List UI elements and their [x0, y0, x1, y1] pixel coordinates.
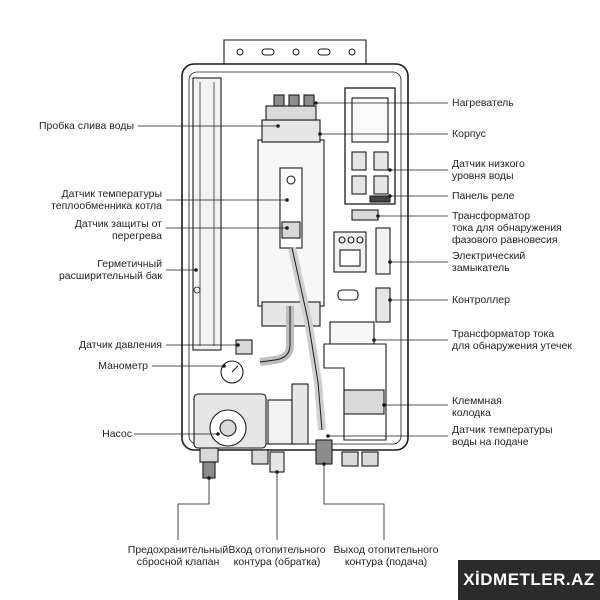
contactor-block [333, 231, 367, 273]
safety-valve [199, 447, 219, 479]
leader-dot-housing [318, 132, 322, 136]
label-supply-temp: Датчик температуры воды на подаче [452, 424, 553, 448]
leader-dot-pressure [236, 343, 240, 347]
expansion-tank [192, 77, 222, 351]
label-manometer: Манометр [98, 360, 148, 372]
label-drain-plug: Пробка слива воды [38, 120, 134, 132]
label-hx-temp: Датчик температуры теплообменника котла [51, 188, 162, 212]
leader-dot-manometer [222, 364, 226, 368]
leader-dot-terminal [382, 403, 386, 407]
label-exp-tank: Герметичный расширительный бак [58, 258, 162, 282]
pump-unit [193, 383, 309, 449]
label-overheat: Датчик защиты от перегрева [74, 218, 162, 242]
terminal-compartment [323, 321, 387, 441]
label-contactor: Электрический замыкатель [452, 250, 526, 274]
label-supply-outlet: Выход отопительного контура (подача) [333, 544, 439, 568]
leak-transformer [337, 289, 359, 301]
leader-dot-hx-temp [285, 198, 289, 202]
leader-dot-contactor [388, 260, 392, 264]
label-controller: Контроллер [452, 294, 510, 306]
leader-dot-overheat [285, 226, 289, 230]
leader-dot-supply-temp [326, 434, 330, 438]
heater-exchanger [257, 94, 325, 327]
bottom-connectors [251, 439, 379, 473]
leader-dot-pump [216, 432, 220, 436]
label-low-level-sensor: Датчик низкого уровня воды [452, 158, 525, 182]
leader-dot-drain-plug [276, 124, 280, 128]
label-housing: Корпус [452, 128, 486, 140]
watermark-logo: XİDMETLER.AZ [458, 560, 600, 600]
leader-dot-supply-outlet [322, 462, 326, 466]
label-pressure: Датчик давления [79, 339, 162, 351]
label-heater: Нагреватель [452, 97, 514, 109]
leader-dot-relay-panel [388, 194, 392, 198]
leader-dot-controller [388, 298, 392, 302]
leader-dot-heater [314, 101, 318, 105]
leader-dot-leak-ct [372, 338, 376, 342]
pressure-sensor [235, 339, 253, 355]
label-phase-ct: Трансформатор тока для обнаружения фазов… [452, 210, 562, 246]
label-pump: Насос [102, 428, 132, 440]
controller-module [375, 287, 391, 323]
label-terminal: Клеммная колодка [452, 395, 502, 419]
leader-dot-safety-valve [207, 476, 211, 480]
leader-dot-phase-ct [376, 214, 380, 218]
leader-safety-valve [177, 478, 210, 540]
label-leak-ct: Трансформатор тока для обнаружения утече… [452, 328, 572, 352]
label-return-inlet: Вход отопительного контура (обратка) [228, 544, 326, 568]
leader-dot-return-inlet [275, 470, 279, 474]
label-relay-panel: Панель реле [452, 190, 515, 202]
label-safety-valve: Предохранительный сбросной клапан [127, 544, 229, 568]
relay-panel-board [344, 87, 396, 205]
mounting-bracket [223, 39, 367, 68]
leader-dot-exp-tank [194, 268, 198, 272]
leader-dot-low-level-sensor [388, 168, 392, 172]
leader-supply-outlet [323, 464, 385, 540]
phase-transformer [351, 209, 379, 221]
contactor-right [375, 227, 391, 275]
